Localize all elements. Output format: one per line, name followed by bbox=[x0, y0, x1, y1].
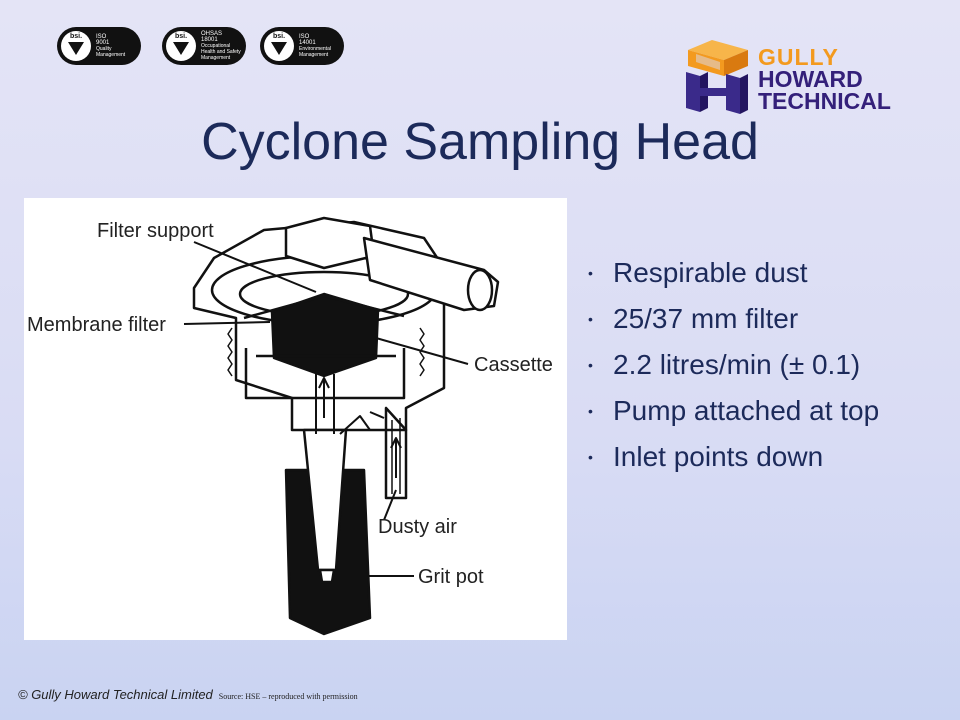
label-filter-support: Filter support bbox=[97, 220, 214, 242]
label-dusty-air: Dusty air bbox=[378, 516, 457, 538]
bsi-kitemark-icon: bsi. bbox=[61, 31, 91, 61]
bullet-item: 2.2 litres/min (± 0.1) bbox=[586, 342, 879, 388]
logo-word-technical: TECHNICAL bbox=[758, 88, 891, 114]
copyright-text: © Gully Howard Technical Limited bbox=[18, 687, 213, 702]
logo-word-gully: GULLY bbox=[758, 44, 839, 70]
source-credit: Source: HSE – reproduced with permission bbox=[218, 692, 358, 701]
bullet-item: Pump attached at top bbox=[586, 388, 879, 434]
slide-title: Cyclone Sampling Head bbox=[201, 113, 759, 171]
bullet-item: Respirable dust bbox=[586, 250, 879, 296]
bullet-list: Respirable dust 25/37 mm filter 2.2 litr… bbox=[586, 250, 879, 480]
bullet-item: Inlet points down bbox=[586, 434, 879, 480]
footer: © Gully Howard Technical Limited Source: … bbox=[18, 687, 358, 702]
bullet-item: 25/37 mm filter bbox=[586, 296, 879, 342]
cyclone-diagram: Filter support Membrane filter Cassette … bbox=[24, 198, 567, 640]
gh-logo-mark-icon bbox=[686, 40, 748, 114]
cyclone-head-drawing bbox=[183, 216, 500, 636]
company-logo: GULLY HOWARD TECHNICAL bbox=[682, 36, 932, 116]
label-cassette: Cassette bbox=[474, 354, 553, 376]
logo-word-howard: HOWARD bbox=[758, 66, 863, 92]
bsi-kitemark-icon: bsi. bbox=[264, 31, 294, 61]
bsi-kitemark-icon: bsi. bbox=[166, 31, 196, 61]
label-membrane-filter: Membrane filter bbox=[27, 314, 166, 336]
label-grit-pot: Grit pot bbox=[418, 566, 484, 588]
